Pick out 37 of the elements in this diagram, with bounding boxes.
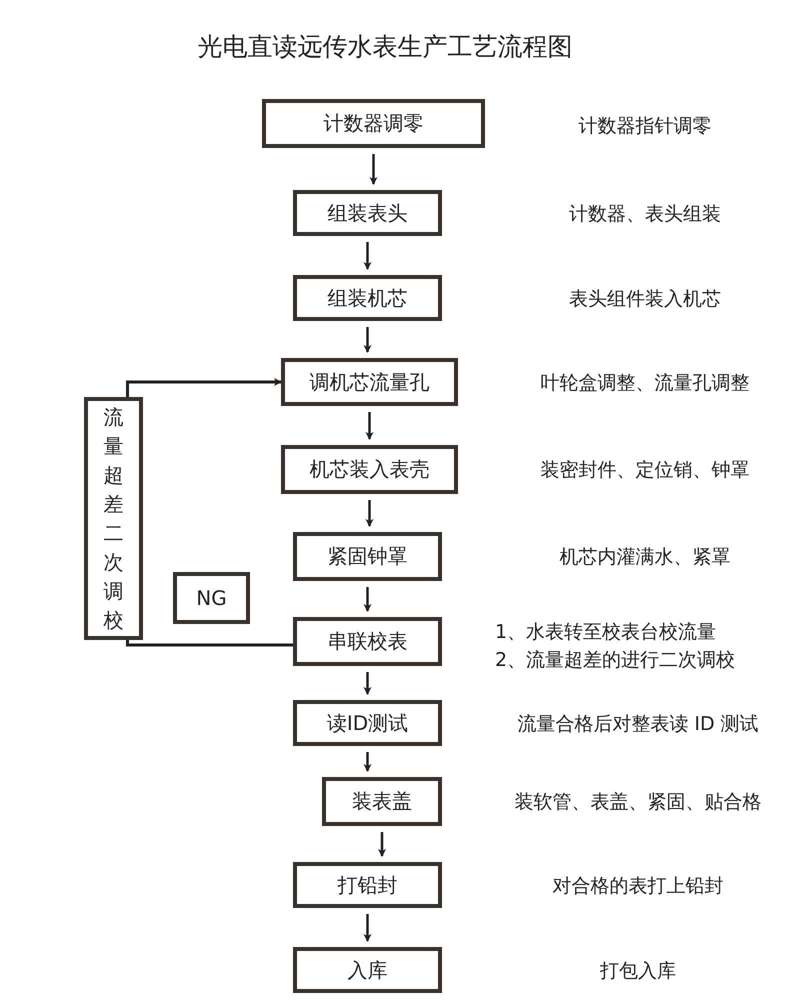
- arrow: [364, 752, 372, 772]
- step-note: 表头组件装入机芯: [569, 287, 721, 312]
- process-box: 调机芯流量孔: [281, 358, 458, 406]
- arrow: [366, 412, 374, 440]
- step-note: 计数器、表头组装: [569, 202, 721, 227]
- loop-box: 流量超差二次调校: [84, 397, 143, 640]
- process-box: 组装表头: [293, 190, 442, 236]
- arrow: [370, 154, 378, 185]
- arrow: [364, 914, 372, 942]
- step-note: 打包入库: [600, 959, 676, 984]
- step-note: 机芯内灌满水、紧罩: [560, 545, 730, 570]
- process-box: 入库: [293, 947, 442, 993]
- step-note: 流量合格后对整表读 ID 测试: [517, 712, 759, 737]
- process-box: 装表盖: [322, 777, 442, 826]
- step-note: 装软管、表盖、紧固、贴合格: [514, 790, 762, 815]
- arrow: [378, 832, 386, 857]
- arrow: [364, 327, 372, 353]
- step-note: 叶轮盒调整、流量孔调整: [540, 371, 750, 396]
- arrow: [364, 587, 372, 612]
- arrow: [366, 500, 374, 527]
- arrow: [126, 378, 282, 397]
- process-box: 打铅封: [293, 862, 442, 908]
- process-box: 组装机芯: [293, 275, 442, 321]
- arrow: [364, 672, 372, 695]
- process-box: 紧固钟罩: [293, 532, 442, 581]
- diagram-title: 光电直读远传水表生产工艺流程图: [196, 31, 574, 63]
- process-box: 串联校表: [293, 617, 442, 666]
- step-note: 计数器指针调零: [578, 114, 712, 139]
- step-note: 2、流量超差的进行二次调校: [495, 648, 736, 673]
- process-box: 机芯装入表壳: [281, 445, 458, 494]
- step-note: 装密封件、定位销、钟罩: [540, 458, 750, 483]
- step-note: 1、水表转至校表台校流量: [495, 620, 716, 645]
- process-box: 计数器调零: [262, 99, 485, 148]
- arrow: [364, 242, 372, 270]
- process-box: 读ID测试: [293, 700, 442, 746]
- tag-box: NG: [173, 572, 250, 624]
- step-note: 对合格的表打上铅封: [552, 874, 724, 899]
